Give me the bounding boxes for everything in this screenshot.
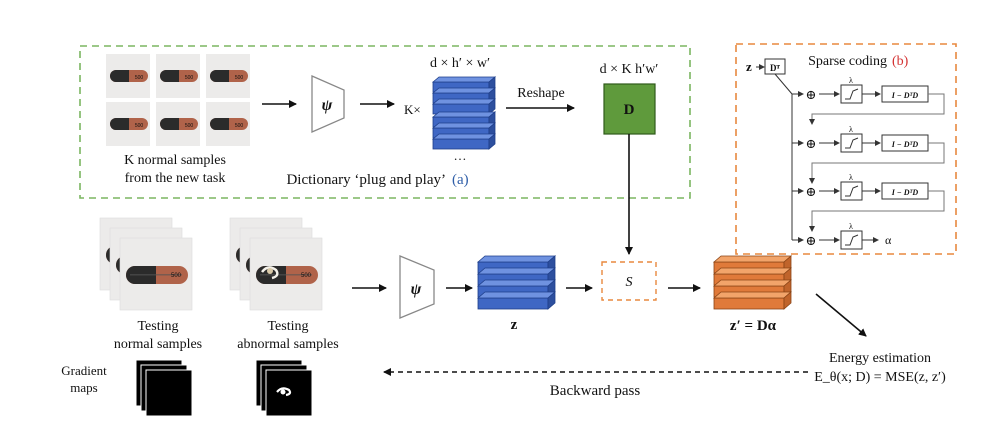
svg-text:⊕: ⊕ <box>806 184 817 199</box>
dictionary-panel-title: Dictionary ‘plug and play’ <box>286 172 446 188</box>
dictionary-panel-frame <box>79 45 691 199</box>
gradient-maps-label-line2: maps <box>70 380 97 395</box>
svg-text:I − DᵀD: I − DᵀD <box>891 188 919 197</box>
reshape-label: Reshape <box>517 86 564 101</box>
zprime-label: z′ = Dα <box>730 318 777 334</box>
normal-sample-grid <box>106 54 250 146</box>
feature-z-stack <box>477 255 556 310</box>
svg-text:λ: λ <box>849 125 853 134</box>
sparse-input-z: z <box>746 59 752 74</box>
encoder-psi-bottom <box>399 255 435 319</box>
energy-title: Energy estimation <box>829 351 931 366</box>
svg-text:I − DᵀD: I − DᵀD <box>891 91 919 100</box>
testing-abnormal-caption-line2: abnormal samples <box>237 337 338 352</box>
gradient-maps-normal <box>135 359 193 417</box>
energy-formula: E_θ(x; D) = MSE(z, z′) <box>814 370 946 385</box>
gradient-maps-label-line1: Gradient <box>61 363 107 378</box>
samples-caption-line1: K normal samples <box>124 153 226 168</box>
sparse-coding-panel-frame <box>735 43 957 255</box>
sparse-output-alpha: α <box>885 233 892 247</box>
z-label: z <box>511 317 518 333</box>
svg-text:λ: λ <box>849 173 853 182</box>
feature-stack-2 <box>432 111 496 150</box>
k-times-label: K× <box>404 102 421 117</box>
dictionary-panel-tag: (a) <box>452 172 469 188</box>
svg-text:500: 500 <box>301 273 312 279</box>
sparse-iteration-2: ⊕ λ I − DᵀD <box>792 125 945 184</box>
dictionary-block-label: D <box>624 102 635 118</box>
sparse-operator-box <box>601 261 657 301</box>
sparse-iteration-final: ⊕ λ α <box>792 222 892 250</box>
gradient-maps-abnormal <box>255 359 313 417</box>
testing-abnormal-stack: 500 <box>229 217 323 311</box>
encoder-psi-bottom-label: ψ <box>411 281 422 298</box>
samples-caption-line2: from the new task <box>125 171 226 186</box>
sparse-iteration-1: ⊕ λ I − DᵀD <box>792 76 945 125</box>
backward-pass-label: Backward pass <box>550 383 641 399</box>
ellipsis: … <box>454 148 467 163</box>
encoder-psi-top <box>311 75 345 133</box>
testing-normal-caption-line1: Testing <box>137 319 178 334</box>
svg-text:⊕: ⊕ <box>806 87 817 102</box>
sparse-iteration-3: ⊕ λ I − DᵀD <box>792 173 945 232</box>
feature-dims-label: d × h′ × w′ <box>430 56 490 71</box>
testing-normal-stack: 500 <box>99 217 193 311</box>
svg-text:⊕: ⊕ <box>806 233 817 248</box>
encoder-psi-top-label: ψ <box>322 97 333 114</box>
sparse-operator-label: S <box>626 275 633 290</box>
dt-label: Dᵀ <box>770 63 780 73</box>
svg-text:500: 500 <box>171 273 182 279</box>
sparse-coding-title: Sparse coding <box>808 54 887 69</box>
arrow-to-energy <box>815 293 867 337</box>
feature-stack-1 <box>432 76 496 115</box>
feature-zprime-stack <box>713 255 792 310</box>
dict-dims-label: d × K h′w′ <box>600 62 659 77</box>
svg-text:⊕: ⊕ <box>806 136 817 151</box>
svg-text:I − DᵀD: I − DᵀD <box>891 140 919 149</box>
svg-text:λ: λ <box>849 76 853 85</box>
testing-abnormal-caption-line1: Testing <box>267 319 308 334</box>
testing-normal-caption-line2: normal samples <box>114 337 202 352</box>
sparse-coding-tag: (b) <box>892 54 909 69</box>
svg-text:λ: λ <box>849 222 853 231</box>
dictionary-block <box>603 83 656 135</box>
